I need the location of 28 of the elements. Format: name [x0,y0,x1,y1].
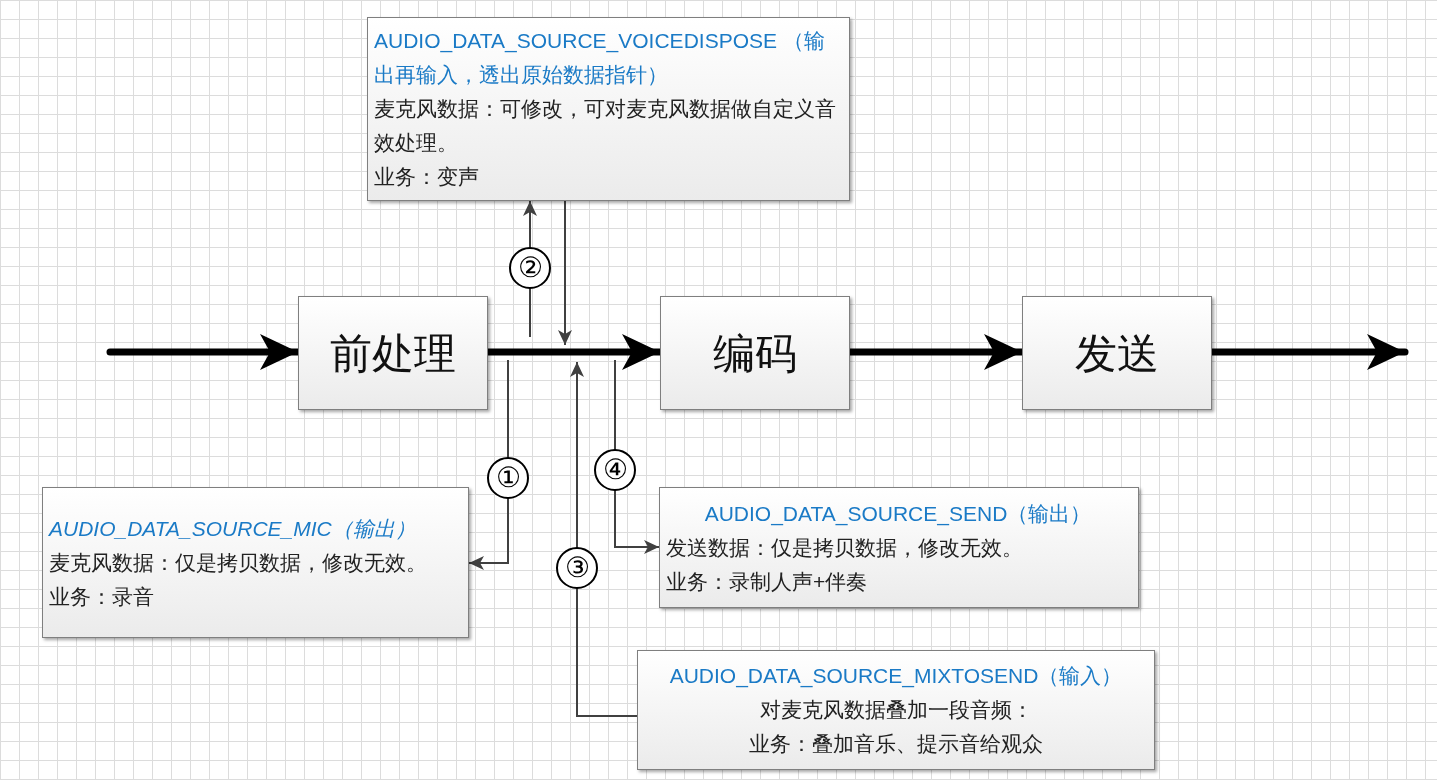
description-text: 业务：录音 [49,583,155,610]
process-box [660,296,850,410]
callout-box [659,487,1139,608]
process-box [298,296,488,410]
edge-label: ④ [594,449,636,491]
description-text: 发送数据：仅是拷贝数据，修改无效。 [666,534,1024,561]
edge-label: ① [487,457,529,499]
process-label: 前处理 [330,328,456,379]
edge-label: ③ [556,547,598,589]
callout-box [42,487,469,638]
tap-arrow [558,200,572,346]
constant-heading: AUDIO_DATA_SOURCE_SEND（输出） [703,500,1093,528]
process-label: 编码 [713,328,797,379]
description-text: 麦克风数据：仅是拷贝数据，修改无效。 [49,549,428,576]
process-box [1022,296,1212,410]
description-text: 对麦克风数据叠加一段音频： [758,697,1034,723]
edge-label: ② [509,247,551,289]
constant-heading: AUDIO_DATA_SOURCE_VOICEDISPOSE （输出再输入，透出原始数据指针） [374,28,826,88]
description-text: 业务：变声 [374,164,480,190]
description-text: 麦克风数据：可修改，可对麦克风数据做自定义音效处理。 [374,96,837,156]
constant-heading: AUDIO_DATA_SOURCE_MIXTOSEND（输入） [668,663,1124,690]
callout-box [367,17,850,201]
process-label: 发送 [1075,328,1159,379]
description-text: 业务：叠加音乐、提示音给观众 [748,731,1044,757]
description-text: 业务：录制人声+伴奏 [666,568,869,595]
tap-arrow [570,361,638,717]
callout-box [637,650,1155,770]
constant-heading: AUDIO_DATA_SOURCE_MIC（输出） [49,515,417,542]
